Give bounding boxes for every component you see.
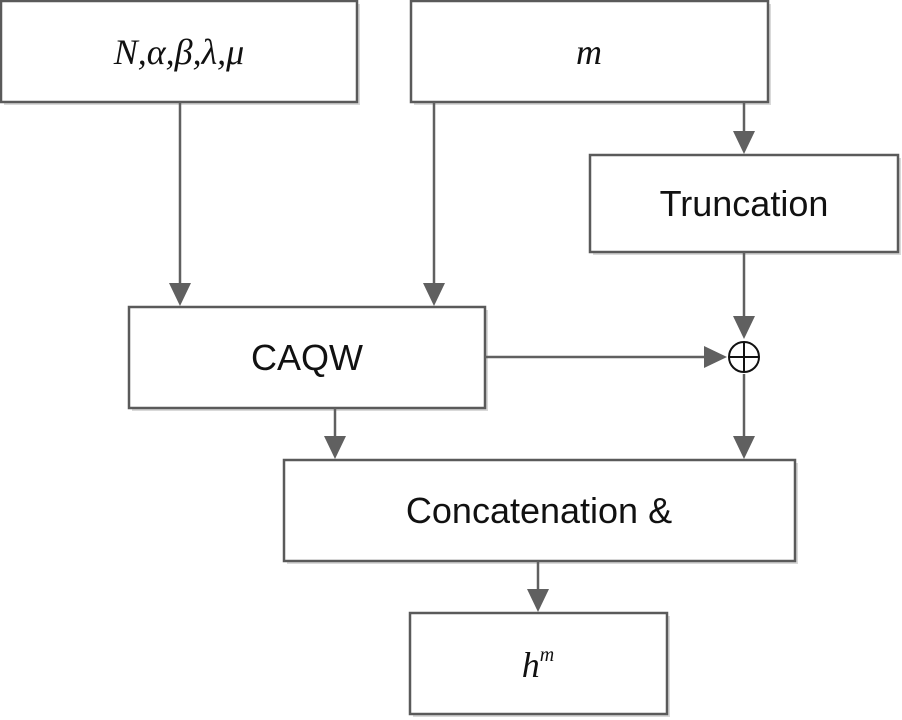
m-node: m: [409, 0, 770, 104]
output-label: hm: [522, 644, 554, 685]
caqw-label: CAQW: [251, 337, 363, 378]
output-base: h: [522, 645, 540, 685]
output-node: hm: [408, 611, 669, 716]
arrow-m-to-truncation: [733, 102, 755, 154]
arrow-caqw-to-plus: [485, 346, 727, 368]
concat-label: Concatenation &: [406, 490, 672, 531]
params-label: N,α,β,λ,μ: [113, 32, 245, 72]
arrow-concat-to-output: [527, 561, 549, 612]
arrow-params-to-caqw: [169, 102, 191, 306]
truncation-label: Truncation: [660, 183, 829, 224]
m-label: m: [576, 32, 602, 72]
caqw-node: CAQW: [127, 305, 487, 410]
output-superscript: m: [540, 644, 554, 666]
arrow-caqw-to-concat: [324, 408, 346, 459]
concat-node: Concatenation &: [282, 458, 797, 563]
combine-operator-icon: [728, 341, 760, 373]
arrow-m-to-caqw: [423, 102, 445, 306]
params-node: N,α,β,λ,μ: [0, 0, 359, 104]
truncation-node: Truncation: [588, 153, 900, 254]
arrow-plus-to-concat: [733, 374, 755, 459]
arrow-truncation-to-plus: [733, 252, 755, 339]
